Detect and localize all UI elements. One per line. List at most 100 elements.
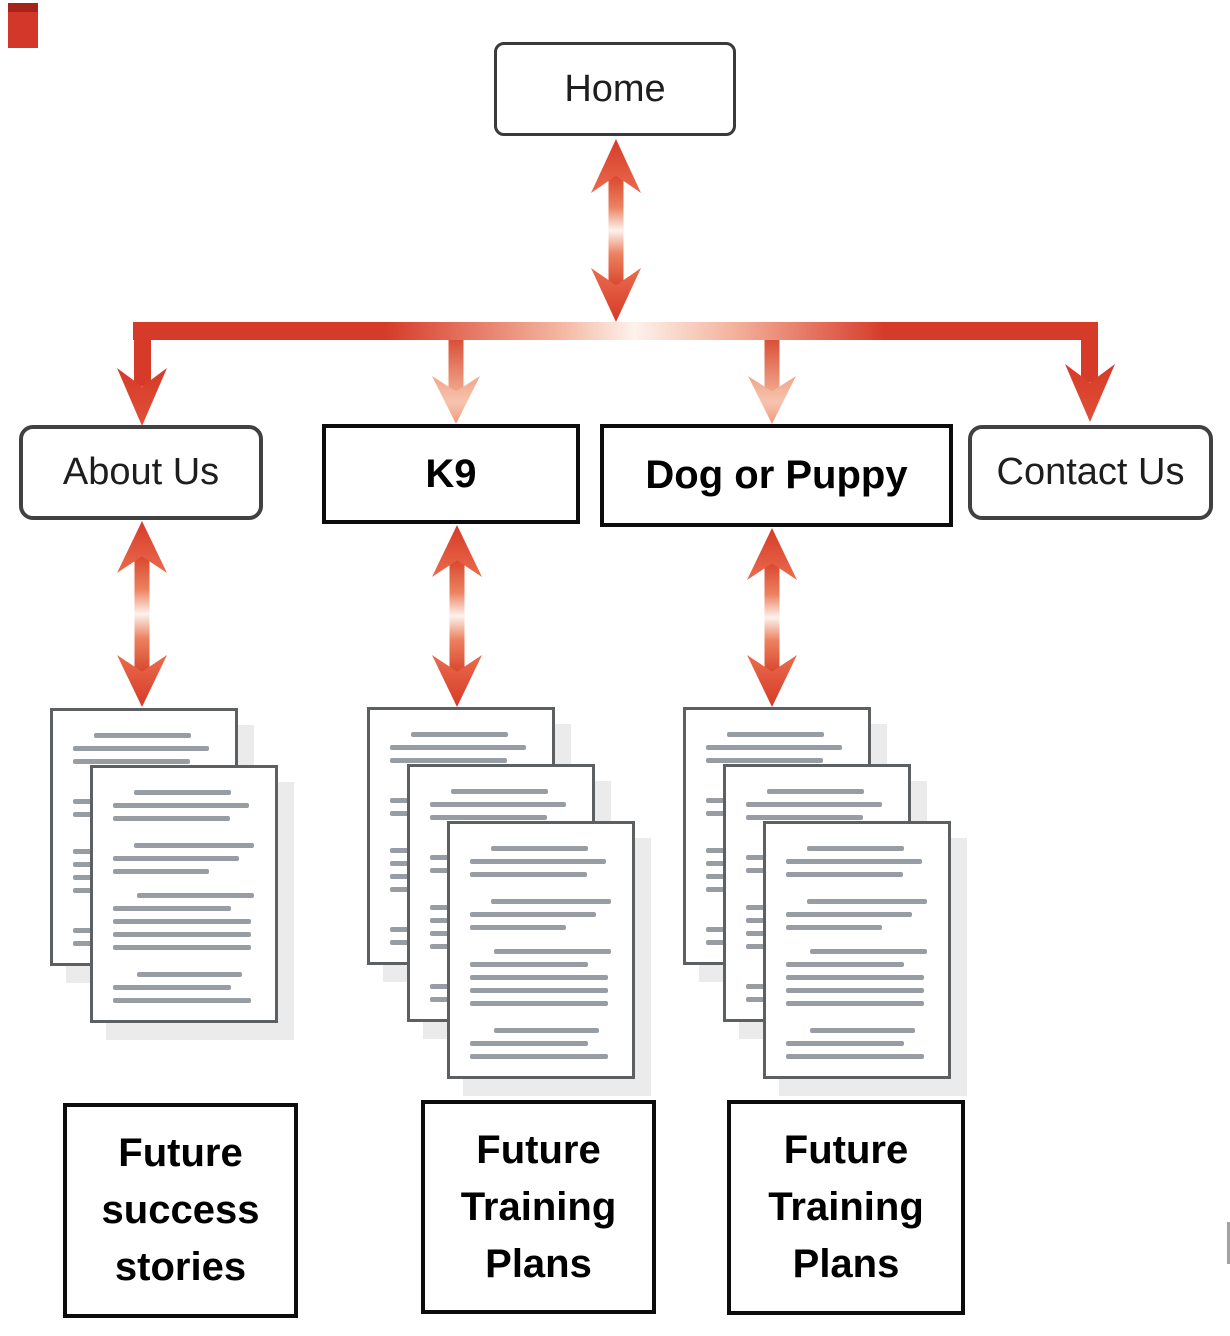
arrow-shaft-about — [134, 322, 151, 386]
placeholder-text-line — [786, 872, 903, 877]
placeholder-text-line — [706, 745, 843, 750]
placeholder-text-line — [470, 1001, 608, 1006]
placeholder-text-line — [93, 733, 192, 738]
arrow-bar-to-dog — [748, 340, 796, 424]
node-home-label: Home — [564, 67, 666, 110]
arrow-bar-to-k9 — [432, 340, 480, 424]
caption-line: Plans — [485, 1242, 592, 1286]
placeholder-text-line — [136, 893, 254, 898]
placeholder-text-line — [806, 846, 905, 851]
placeholder-text-line — [113, 816, 230, 821]
arrow-shaft — [134, 553, 150, 675]
placeholder-text-line — [746, 815, 863, 820]
placeholder-text-line — [73, 759, 190, 764]
caption-line: Training — [768, 1185, 924, 1229]
placeholder-text-line — [73, 746, 210, 751]
placeholder-text-line — [786, 975, 924, 980]
placeholder-text-line — [746, 802, 883, 807]
caption-line: stories — [114, 1245, 247, 1289]
placeholder-text-line — [113, 945, 251, 950]
caption-line: Future — [476, 1128, 601, 1172]
placeholder-text-line — [470, 925, 567, 930]
placeholder-text-line — [470, 988, 608, 993]
placeholder-text-line — [786, 912, 912, 917]
placeholder-text-line — [786, 1054, 924, 1059]
doc-stack-dog — [683, 707, 953, 1082]
placeholder-text-line — [113, 856, 239, 861]
document-page — [763, 821, 951, 1079]
placeholder-text-line — [786, 962, 905, 967]
placeholder-text-line — [113, 869, 210, 874]
placeholder-text-line — [786, 859, 923, 864]
placeholder-text-line — [450, 789, 549, 794]
placeholder-text-line — [786, 925, 883, 930]
connector-bar — [133, 322, 1098, 340]
arrow-home-to-bar — [591, 139, 641, 322]
placeholder-text-line — [470, 859, 607, 864]
placeholder-text-line — [470, 1041, 589, 1046]
placeholder-text-line — [430, 802, 567, 807]
red-crop-artifact — [8, 3, 38, 48]
placeholder-text-line — [113, 919, 251, 924]
node-contact-us-label: Contact Us — [996, 451, 1185, 493]
placeholder-text-line — [113, 906, 232, 911]
arrow-shaft — [764, 560, 780, 675]
arrow-shaft — [448, 340, 464, 395]
placeholder-text-line — [390, 745, 527, 750]
node-k9-label: K9 — [425, 451, 477, 496]
node-dog-or-puppy-label: Dog or Puppy — [645, 453, 908, 497]
document-page — [447, 821, 635, 1079]
placeholder-text-line — [809, 1028, 915, 1033]
placeholder-text-line — [410, 732, 509, 737]
arrow-about-to-docs — [117, 521, 167, 707]
caption-line: Future — [783, 1128, 909, 1172]
doc-stack-k9 — [367, 707, 637, 1082]
label-future-training-plans-k9: Future Training Plans — [421, 1100, 656, 1314]
placeholder-text-line — [136, 972, 242, 977]
placeholder-text-line — [113, 932, 251, 937]
arrow-shaft — [608, 172, 624, 289]
document-page — [90, 765, 278, 1023]
placeholder-text-line — [390, 758, 507, 763]
placeholder-text-line — [470, 975, 608, 980]
arrow-shaft — [449, 557, 465, 675]
placeholder-text-line — [726, 732, 825, 737]
node-k9: K9 — [322, 424, 580, 524]
placeholder-text-line — [786, 988, 924, 993]
arrow-k9-to-docs — [432, 525, 482, 707]
caption-line: Future — [118, 1131, 243, 1175]
doc-stack-about — [50, 708, 280, 1028]
placeholder-text-line — [806, 899, 927, 904]
node-contact-us: Contact Us — [968, 425, 1213, 520]
placeholder-text-line — [470, 912, 596, 917]
placeholder-text-line — [493, 1028, 599, 1033]
placeholder-text-line — [809, 949, 927, 954]
placeholder-text-line — [470, 872, 587, 877]
placeholder-text-line — [490, 899, 611, 904]
caption-line: Training — [460, 1185, 617, 1229]
placeholder-text-line — [133, 790, 232, 795]
placeholder-text-line — [470, 1054, 608, 1059]
placeholder-text-line — [430, 815, 547, 820]
label-future-success-stories: Future success stories — [63, 1103, 298, 1318]
placeholder-text-line — [113, 803, 250, 808]
placeholder-text-line — [493, 949, 611, 954]
caption-line: Plans — [792, 1242, 900, 1286]
gray-crop-artifact — [1227, 1222, 1230, 1264]
node-home: Home — [494, 42, 736, 136]
placeholder-text-line — [490, 846, 589, 851]
arrow-dog-to-docs — [747, 528, 797, 707]
arrow-shaft — [764, 340, 780, 395]
node-dog-or-puppy: Dog or Puppy — [600, 424, 953, 527]
node-about-us: About Us — [19, 425, 263, 520]
arrow-shaft-contact — [1081, 322, 1098, 382]
placeholder-text-line — [786, 1041, 905, 1046]
caption-line: success — [101, 1188, 260, 1232]
placeholder-text-line — [766, 789, 865, 794]
placeholder-text-line — [133, 843, 254, 848]
label-future-training-plans-dog: Future Training Plans — [727, 1100, 965, 1315]
placeholder-text-line — [706, 758, 823, 763]
node-about-us-label: About Us — [62, 451, 220, 493]
placeholder-text-line — [786, 1001, 924, 1006]
